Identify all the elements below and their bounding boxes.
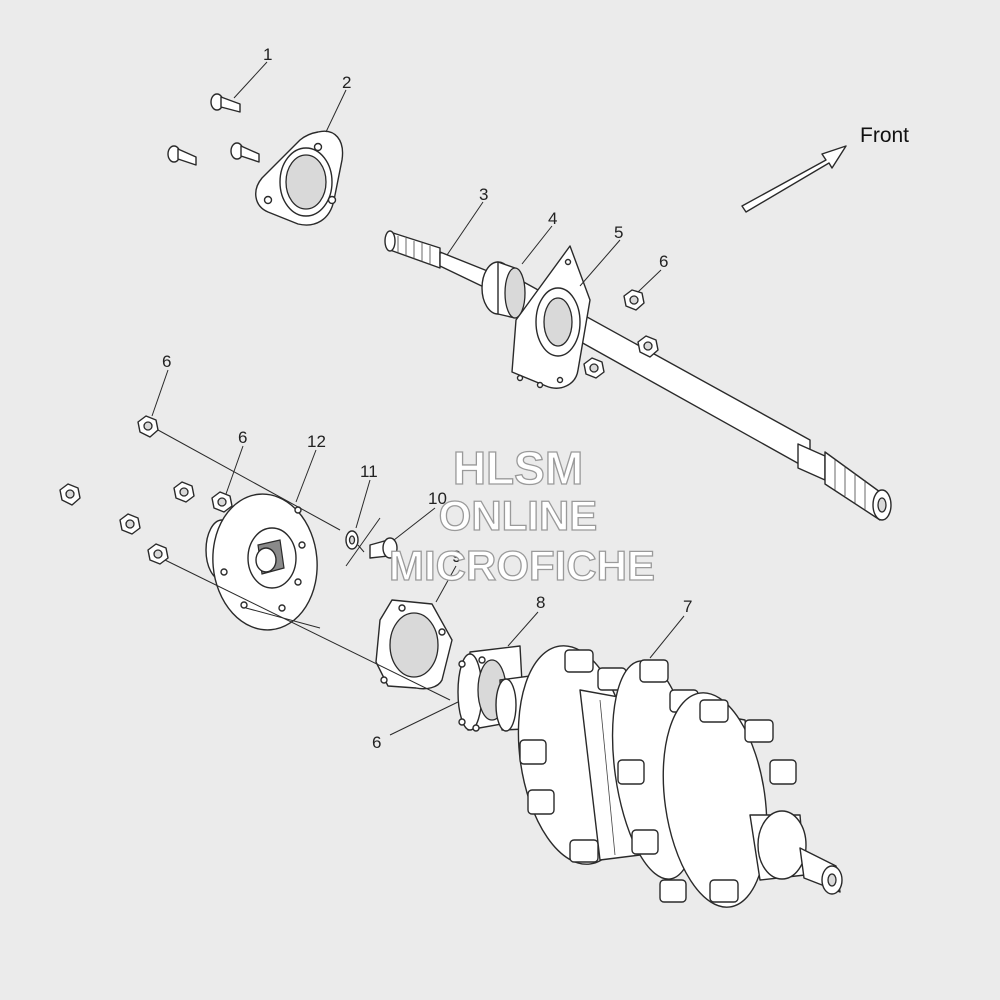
nut-part-6[interactable] <box>137 415 159 438</box>
callout-10: 10 <box>428 489 447 508</box>
callout-6: 6 <box>162 352 171 371</box>
gasket-part-9[interactable] <box>375 599 453 690</box>
bolt-part-1[interactable] <box>230 142 260 163</box>
front-label: Front <box>860 124 909 147</box>
callout-1: 1 <box>263 45 272 64</box>
watermark: HLSM ONLINE MICROFICHE <box>388 441 655 589</box>
callout-3: 3 <box>479 185 488 204</box>
nut-part-6[interactable] <box>211 491 233 513</box>
bolt-part-1[interactable] <box>210 93 241 113</box>
callout-11: 11 <box>360 462 378 481</box>
nut-part-6[interactable] <box>173 481 195 503</box>
washer-part-11[interactable] <box>345 530 365 553</box>
front-direction-arrow <box>741 145 847 213</box>
callout-6: 6 <box>372 733 381 752</box>
drive-sprocket-part-7[interactable] <box>495 638 843 913</box>
bearing-part-4[interactable] <box>481 261 526 319</box>
nut-part-6[interactable] <box>59 483 81 506</box>
callout-12: 12 <box>307 432 326 451</box>
callout-9: 9 <box>452 547 461 566</box>
watermark-line-3: MICROFICHE <box>389 542 655 589</box>
bearing-flange-part-2[interactable] <box>255 130 344 226</box>
bearing-housing-part-5[interactable] <box>511 245 591 389</box>
callout-4: 4 <box>548 209 557 228</box>
callout-7: 7 <box>683 597 692 616</box>
leader-lines <box>151 61 685 736</box>
nut-part-6[interactable] <box>147 543 169 565</box>
nut-part-6[interactable] <box>583 357 605 379</box>
nut-part-6[interactable] <box>637 335 659 358</box>
bolt-part-10[interactable] <box>369 537 398 559</box>
bolt-part-1[interactable] <box>167 145 197 166</box>
callout-6: 6 <box>659 252 668 271</box>
watermark-line-1: HLSM <box>453 442 583 494</box>
callouts: 1 2 3 4 5 6 6 6 6 7 8 9 10 11 12 <box>162 45 692 752</box>
watermark-line-2: ONLINE <box>439 492 598 539</box>
callout-6: 6 <box>238 428 247 447</box>
callout-8: 8 <box>536 593 545 612</box>
drive-shaft-part-3[interactable] <box>384 230 892 521</box>
nut-part-6[interactable] <box>119 513 141 535</box>
nut-part-6[interactable] <box>623 289 645 311</box>
callout-2: 2 <box>342 73 351 92</box>
callout-5: 5 <box>614 223 623 242</box>
